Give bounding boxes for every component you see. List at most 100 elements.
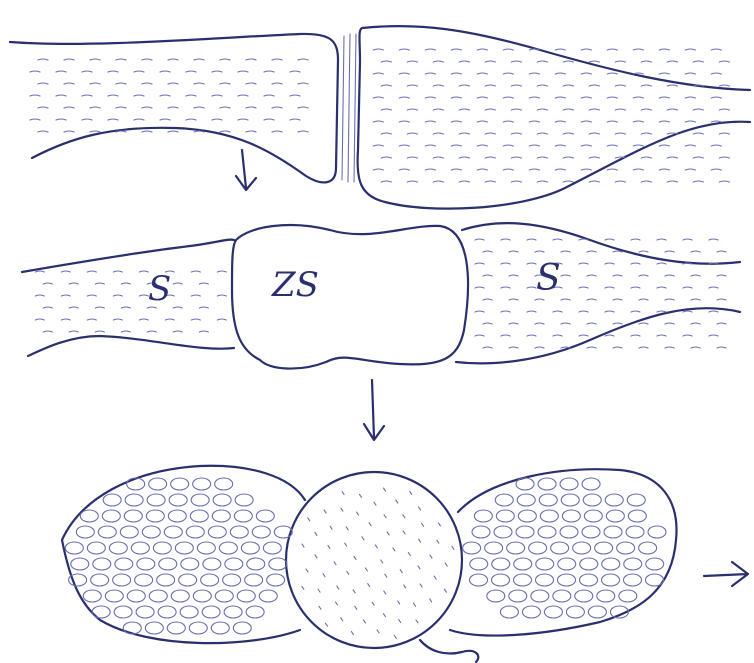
vesicle [102,510,120,522]
vesicle [109,542,127,554]
vesicle [562,510,580,522]
vesicle [80,510,98,522]
vesicle [252,526,270,538]
speckle [420,584,422,587]
vesicle [203,558,221,570]
vesicle [213,494,231,506]
vesicle [496,510,514,522]
vesicle [237,590,255,602]
vesicle [171,478,189,490]
speckle [452,546,454,549]
speckle [355,606,357,609]
left-daughter-cell-vesicles [65,478,292,634]
vesicle [158,606,176,618]
vesicle [602,558,620,570]
vesicle [180,606,198,618]
vesicle [193,590,211,602]
vesicle [190,510,208,522]
left-cell-outline [10,34,338,183]
speckle [319,606,321,609]
vesicle [186,526,204,538]
vesicle [245,574,263,586]
vesicle [646,558,664,570]
speckle [302,544,304,547]
speckle [393,548,395,551]
vesicle [509,590,527,602]
vesicle [225,558,243,570]
vesicle [551,542,569,554]
vesicle [588,606,606,618]
speckle [368,584,370,587]
vesicle [164,526,182,538]
speckle [324,510,326,513]
speckle [346,527,348,530]
speckle [357,512,359,515]
vesicle [212,510,230,522]
vesicle [617,542,635,554]
vesicle [605,494,623,506]
vesicle [142,526,160,538]
vesicle [601,574,619,586]
vesicle [595,542,613,554]
vesicle [65,542,83,554]
speckle [418,566,420,569]
speckle [365,568,367,571]
vesicle [103,494,121,506]
vesicle [233,622,251,634]
speckle [422,523,424,526]
vesicle [544,606,562,618]
vesicle [535,574,553,586]
vesicle [626,526,644,538]
vesicle [149,478,167,490]
vesicle [259,590,277,602]
speckle [430,599,432,602]
vesicle [557,574,575,586]
speckle [438,523,440,526]
vesicle [219,542,237,554]
vesicle [645,574,663,586]
vesicle [159,558,177,570]
speckle [430,555,432,558]
right-arrow [704,562,748,586]
stage-3-germination [62,466,677,662]
vesicle [597,590,615,602]
speckle [337,586,339,589]
speckle [416,620,418,623]
vesicle [522,606,540,618]
vesicle [619,590,637,602]
speckle [394,635,396,638]
vesicle [469,574,487,586]
speckle [372,602,374,605]
vesicle [624,558,642,570]
vesicle [125,494,143,506]
vesicle [560,478,578,490]
right-cell-hatching [373,49,729,182]
vesicle [202,606,220,618]
vesicle [224,606,242,618]
vesicle [191,494,209,506]
speckle [384,515,386,518]
speckle [336,602,338,605]
vesicle [83,590,101,602]
vesicle [539,494,557,506]
vesicle [513,574,531,586]
speckle [403,531,405,534]
vesicle [560,526,578,538]
zygospore-outline [232,225,468,369]
vesicle [566,606,584,618]
stage-1-contact [10,26,750,209]
speckle [308,518,310,521]
speckle [318,589,320,592]
vesicle [131,542,149,554]
vesicle [137,558,155,570]
speckle [383,488,385,491]
vesicle [514,558,532,570]
down-arrow [364,380,384,440]
speckle [403,515,405,518]
speckle [400,570,402,573]
vesicle [507,542,525,554]
vesicle [193,478,211,490]
speckle [369,523,371,526]
speckle [387,532,389,535]
vesicle [211,622,229,634]
